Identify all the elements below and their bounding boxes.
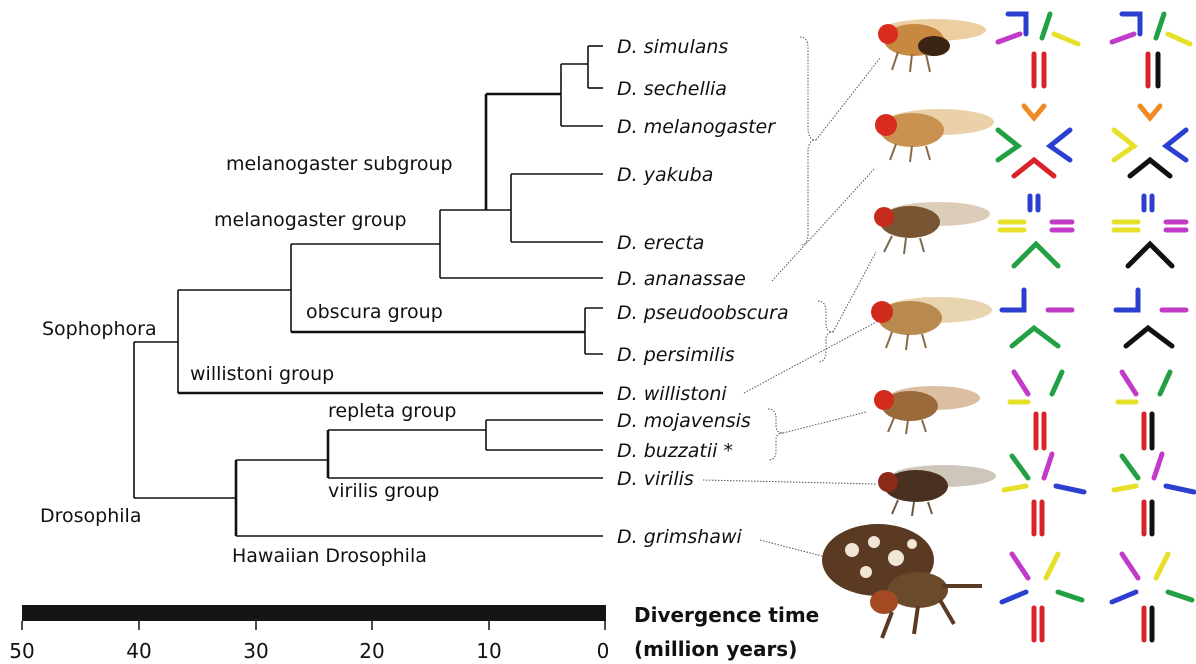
karyotype-left-7 [1002,554,1082,640]
species-label: D. simulans [617,36,728,58]
tick-label: 10 [476,639,501,663]
species-label: D. melanogaster [617,116,776,138]
clade-label-virilis-group: virilis group [328,480,439,502]
species-label: D. grimshawi [617,526,742,548]
species-label: D. sechellia [617,78,727,100]
axis-title-units: (million years) [634,637,797,661]
clade-label-willistoni-group: willistoni group [190,363,334,385]
clade-labels: melanogaster subgroup melanogaster group… [40,153,456,567]
karyotype-right-6 [1114,454,1194,534]
tree-branches [134,46,603,536]
karyotype-left-3 [1000,196,1072,266]
clade-label-repleta-group: repleta group [328,400,456,422]
species-label: D. mojavensis [617,410,751,432]
fly-image [822,524,982,638]
clade-label-drosophila: Drosophila [40,505,141,527]
fly-image [878,465,996,516]
clade-label-obscura-group: obscura group [306,301,443,323]
karyotype-panels [998,14,1194,640]
fly-images [822,19,996,638]
tick-label: 0 [597,639,610,663]
bracket-obscura [818,301,833,362]
tick-label: 20 [359,639,384,663]
fly-image [878,19,986,72]
species-labels: D. simulans D. sechellia D. melanogaster… [617,36,789,548]
time-scale-ticks [22,621,605,630]
species-label: D. pseudoobscura [617,302,789,324]
karyotype-left-1 [998,14,1078,86]
karyotype-right-7 [1112,554,1192,640]
bracket-melanogaster-subgroup [800,37,816,245]
tick-label: 40 [126,639,151,663]
species-label: D. yakuba [617,164,713,186]
leader-line [833,252,876,332]
fly-image [875,109,994,162]
leader-line [703,480,876,484]
karyotype-left-5 [1010,372,1062,448]
species-label: D. persimilis [617,344,735,366]
leader-line [744,320,880,393]
brackets [703,37,880,556]
tick-label: 50 [9,639,34,663]
leader-line [783,412,866,433]
species-label: D. buzzatii * [617,440,733,462]
fly-image [874,386,980,434]
species-label: D. erecta [617,232,704,254]
clade-label-melanogaster-subgroup: melanogaster subgroup [226,153,453,175]
karyotype-right-2 [1114,106,1186,176]
bracket-repleta [768,409,783,460]
leader-line [816,58,880,140]
karyotype-left-4 [1002,290,1072,346]
species-label: D. virilis [617,468,694,490]
clade-label-sophophora: Sophophora [42,318,157,340]
karyotype-right-3 [1114,196,1186,266]
fly-image [874,202,990,254]
time-scale-bar [22,605,606,621]
axis-title: Divergence time [634,603,819,627]
species-label: D. willistoni [617,383,727,405]
karyotype-left-6 [1004,454,1084,534]
time-scale: 50 40 30 20 10 0 Divergence time (millio… [9,603,819,663]
leader-line [772,168,875,281]
clade-label-melanogaster-group: melanogaster group [214,209,407,231]
tick-label: 30 [243,639,268,663]
fly-image [871,297,992,350]
karyotype-left-2 [998,106,1070,176]
leader-line [760,540,822,556]
karyotype-right-1 [1112,14,1190,86]
karyotype-right-5 [1118,372,1170,448]
species-label: D. ananassae [617,268,746,290]
karyotype-right-4 [1116,290,1186,346]
clade-label-hawaiian: Hawaiian Drosophila [232,545,427,567]
